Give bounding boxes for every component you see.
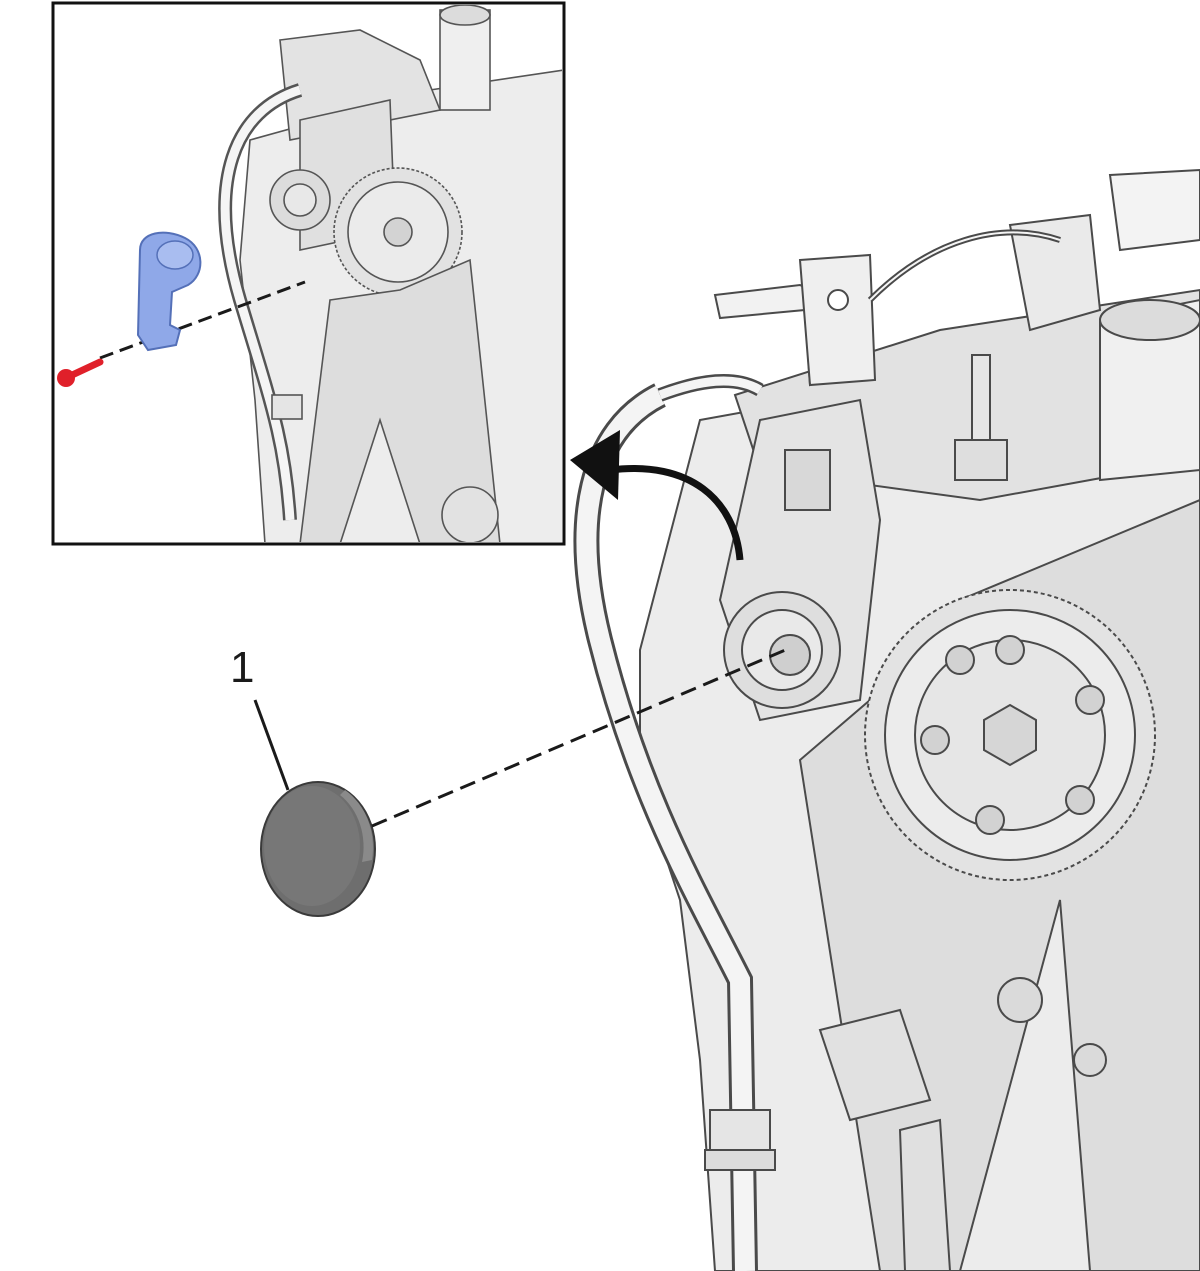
engine-main-illustration — [573, 168, 1200, 1271]
curved-arrow-icon — [570, 430, 744, 561]
callout-leader-1 — [253, 699, 290, 791]
alignment-line-plug — [371, 646, 791, 828]
inset-detail-view — [51, 1, 566, 546]
tool-bracket-icon — [136, 231, 202, 352]
plug-part — [260, 781, 376, 917]
alignment-line-tool — [99, 280, 306, 360]
bolt-icon — [57, 358, 104, 387]
callout-number-1: 1 — [230, 643, 254, 692]
